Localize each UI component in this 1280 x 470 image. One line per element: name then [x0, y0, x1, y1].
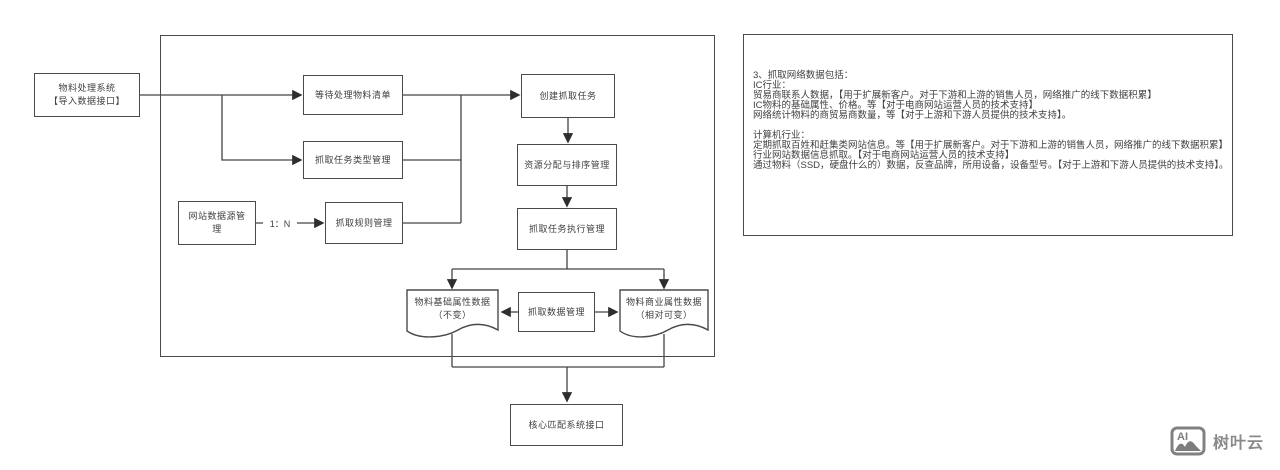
ai-logo-icon: AI [1170, 426, 1206, 456]
node-source-system: 物料处理系统 【导入数据接口】 [34, 73, 140, 117]
note-line: IC行业： [753, 80, 792, 91]
node-core-match-interface-label: 核心匹配系统接口 [528, 419, 605, 430]
node-site-datasource-mgmt-label: 网站数据源管 理 [188, 211, 246, 234]
note-line: 通过物料（SSD，硬盘什么的）数据，反查品牌，所用设备，设备型号。【对于上游和下… [753, 160, 1229, 171]
node-business-attr-data-label: 物料商业属性数据 （相对可变） [625, 297, 702, 320]
node-crawl-data-mgmt-label: 抓取数据管理 [527, 306, 585, 317]
edge-label-one-to-n: 1：N [263, 217, 297, 230]
node-resource-alloc-mgmt: 资源分配与排序管理 [517, 144, 617, 186]
note-line [753, 121, 1226, 131]
notes-text: 3、抓取网络数据包括：IC行业：贸易商联系人数据，【用于扩展新客户。对于下游和上… [753, 70, 1229, 171]
node-crawl-data-mgmt: 抓取数据管理 [518, 292, 595, 332]
note-line: 3、抓取网络数据包括： [753, 70, 854, 81]
node-task-type-mgmt-label: 抓取任务类型管理 [314, 154, 391, 165]
node-basic-attr-data-label: 物料基础属性数据 （不变） [414, 297, 491, 320]
note-line: 网络统计物料的商贸易商数量，等【对于上游和下游人员提供的技术支持】。 [753, 110, 1072, 121]
note-line: 定期抓取百姓和赶集类网站信息。等【用于扩展新客户。对于下游和上游的销售人员，网络… [753, 140, 1229, 151]
note-line: 计算机行业： [753, 130, 811, 141]
node-crawl-rule-mgmt: 抓取规则管理 [325, 202, 403, 244]
node-pending-list: 等待处理物料清单 [303, 75, 403, 115]
node-site-datasource-mgmt: 网站数据源管 理 [178, 201, 256, 245]
watermark: AI 树叶云 [1170, 426, 1264, 456]
node-task-type-mgmt: 抓取任务类型管理 [303, 141, 403, 179]
ai-logo-text: AI [1177, 431, 1188, 443]
node-task-exec-mgmt: 抓取任务执行管理 [517, 208, 617, 250]
node-core-match-interface: 核心匹配系统接口 [510, 404, 623, 446]
note-line: 贸易商联系人数据，【用于扩展新客户。对于下游和上游的销售人员，网络推广的线下数据… [753, 90, 1157, 101]
node-create-crawl-task: 创建抓取任务 [521, 74, 615, 118]
note-line: IC物料的基础属性、价格。等【对于电商网站运营人员的技术支持】 [753, 100, 1039, 111]
node-resource-alloc-mgmt-label: 资源分配与排序管理 [524, 159, 610, 170]
note-line: 行业网站数据信息抓取。【对于电商网站运营人员的技术支持】 [753, 150, 1015, 161]
brand-name: 树叶云 [1212, 435, 1264, 452]
node-create-crawl-task-label: 创建抓取任务 [539, 90, 597, 101]
notes-panel: 3、抓取网络数据包括：IC行业：贸易商联系人数据，【用于扩展新客户。对于下游和上… [743, 34, 1233, 236]
node-pending-list-label: 等待处理物料清单 [314, 89, 391, 100]
node-source-system-label: 物料处理系统 【导入数据接口】 [48, 83, 125, 106]
node-task-exec-mgmt-label: 抓取任务执行管理 [528, 223, 605, 234]
crawl-subsystem-frame [160, 35, 715, 357]
node-crawl-rule-mgmt-label: 抓取规则管理 [335, 217, 393, 228]
